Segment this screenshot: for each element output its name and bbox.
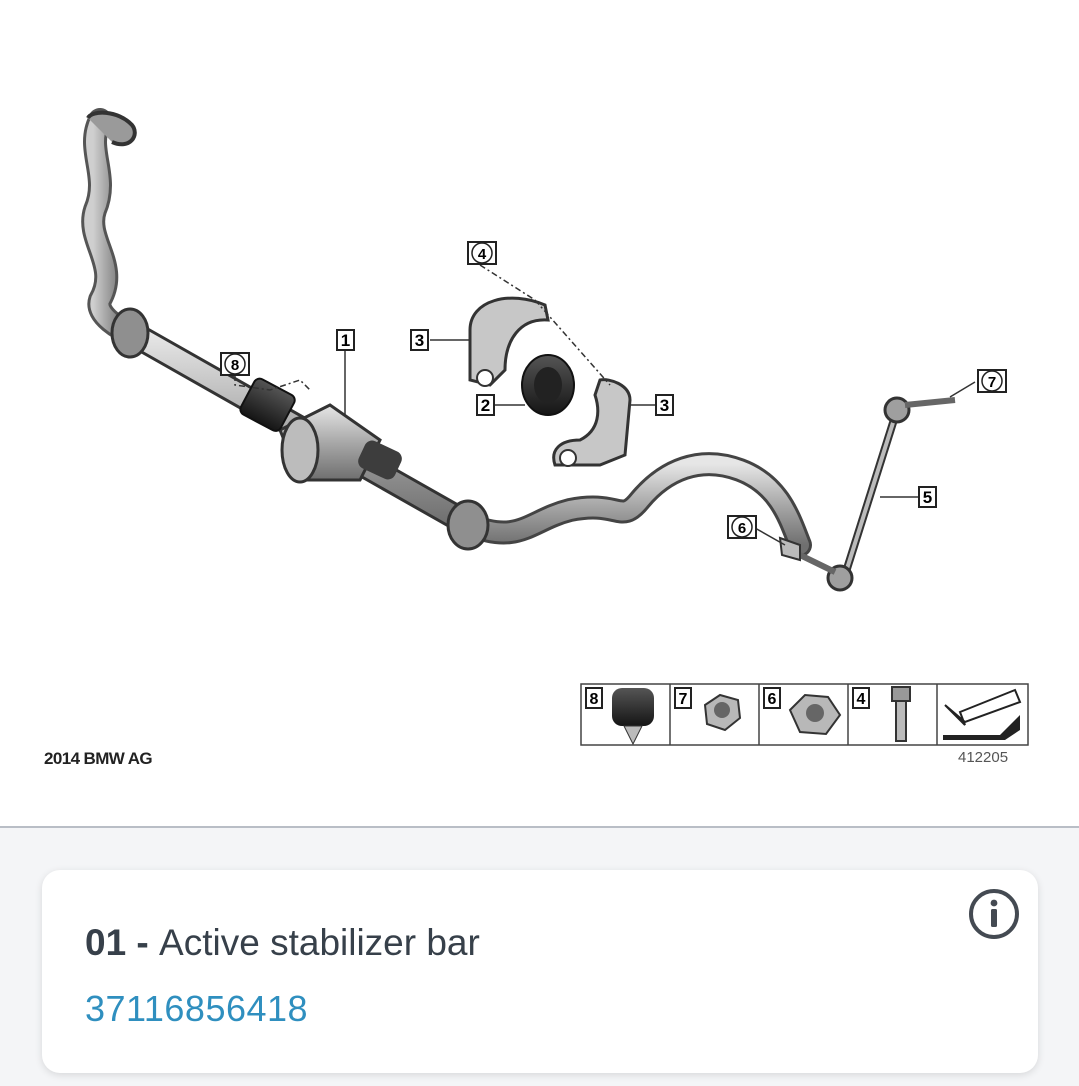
diagram-code: 412205 (958, 749, 1009, 766)
info-circle-icon (969, 889, 1019, 939)
svg-text:6: 6 (738, 520, 746, 537)
callout-6[interactable]: 6 (727, 515, 757, 539)
legend-item-8[interactable]: 8 (585, 687, 654, 746)
svg-text:7: 7 (988, 374, 996, 391)
section-divider (0, 826, 1079, 828)
legend-item-7[interactable]: 7 (674, 687, 742, 732)
callout-7[interactable]: 7 (977, 369, 1007, 393)
bracket-parts (468, 264, 632, 467)
svg-text:4: 4 (478, 246, 487, 263)
part-number-link[interactable]: 37116856418 (85, 988, 309, 1029)
callout-3-left[interactable]: 3 (410, 329, 429, 351)
legend-item-4[interactable]: 4 (852, 686, 911, 742)
svg-text:4: 4 (857, 691, 866, 708)
parts-diagram: 1 2 3 3 4 5 6 7 (0, 0, 1079, 826)
info-button[interactable] (968, 888, 1020, 940)
leader-lines (234, 339, 976, 546)
svg-text:3: 3 (415, 331, 424, 350)
svg-text:3: 3 (660, 396, 669, 415)
svg-text:8: 8 (590, 691, 599, 708)
callout-1[interactable]: 1 (336, 329, 355, 351)
arrow-icon (943, 688, 1022, 740)
svg-text:5: 5 (923, 488, 932, 507)
callout-8[interactable]: 8 (220, 352, 250, 376)
parts-legend: 8 7 6 4 (580, 683, 1029, 746)
callout-4[interactable]: 4 (467, 241, 497, 265)
svg-text:8: 8 (231, 357, 239, 374)
svg-text:1: 1 (341, 331, 350, 350)
svg-text:2: 2 (481, 396, 490, 415)
diagram-copyright: 2014 BMW AG (44, 749, 153, 768)
part-title-separator: - (126, 922, 160, 963)
coupling-rod (778, 396, 956, 592)
svg-text:7: 7 (679, 691, 688, 708)
callout-2[interactable]: 2 (476, 394, 495, 416)
part-title: 01 - Active stabilizer bar (85, 922, 480, 964)
stabilizer-bar (81, 108, 812, 557)
svg-text:6: 6 (768, 691, 777, 708)
stabilizer-bar-illustration: 1 2 3 3 4 5 6 7 (81, 108, 1029, 746)
legend-item-6[interactable]: 6 (763, 687, 842, 736)
callout-3-right[interactable]: 3 (655, 394, 674, 416)
part-card[interactable]: 01 - Active stabilizer bar 37116856418 (42, 870, 1038, 1073)
callout-5[interactable]: 5 (918, 486, 937, 508)
part-item-number: 01 (85, 922, 127, 963)
part-name: Active stabilizer bar (159, 922, 480, 963)
